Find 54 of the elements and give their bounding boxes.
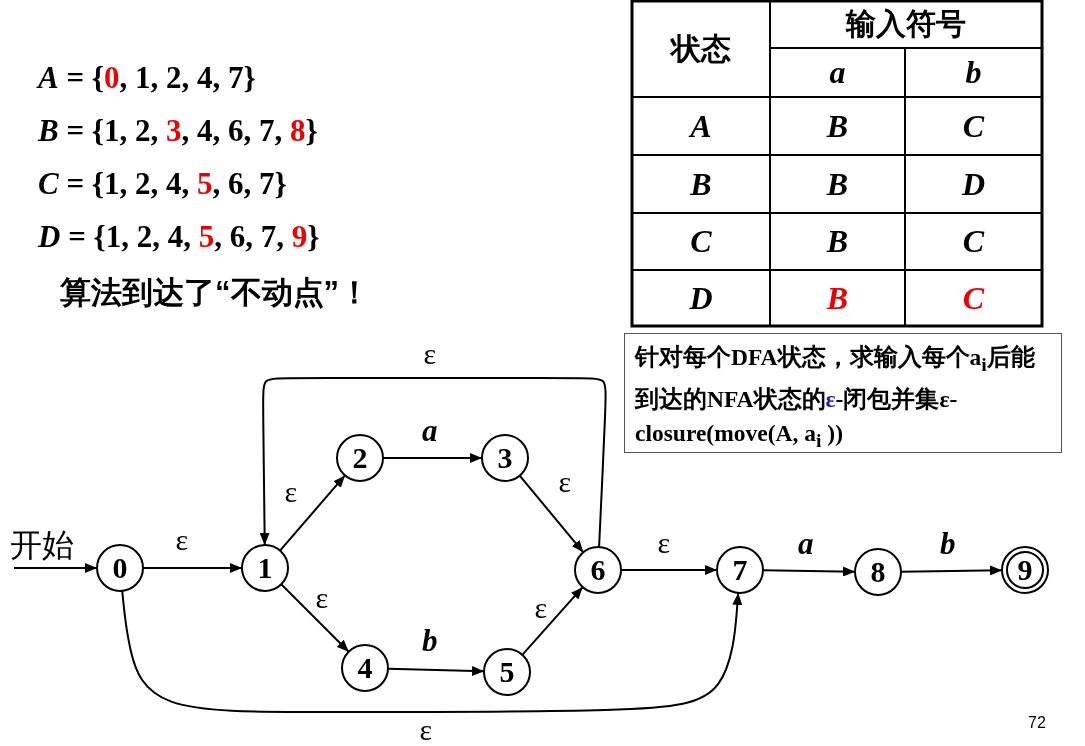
table-cell-text: D <box>960 164 987 204</box>
table-cell-text: B <box>825 222 850 261</box>
arrow <box>279 474 346 552</box>
state-circle <box>481 434 529 482</box>
state-number: 4 <box>357 653 373 683</box>
set-definition: D = {1, 2, 4, 5, 6, 7, 9} <box>38 218 320 256</box>
state-circle <box>854 548 902 596</box>
state-circle <box>341 644 389 692</box>
arrow <box>762 566 856 577</box>
state-number: 8 <box>870 557 886 587</box>
state-circle <box>336 434 384 482</box>
table-cell-text: C <box>961 222 986 261</box>
state-circle <box>483 648 531 696</box>
arrow <box>13 563 98 573</box>
arrow <box>280 583 350 653</box>
arrow <box>521 586 584 656</box>
table-header: 状态 <box>668 30 732 67</box>
table-cell-text: B <box>825 164 850 204</box>
table-header: a <box>828 53 847 92</box>
accepting-state-circle <box>1001 546 1049 594</box>
set-definition: A = {0, 1, 2, 4, 7} <box>38 59 256 97</box>
state-number: 0 <box>112 553 128 583</box>
state-circle <box>574 546 622 594</box>
start-label: 开始 <box>10 524 90 566</box>
set-definition: C = {1, 2, 4, 5, 6, 7} <box>38 165 287 203</box>
state-circle <box>96 544 144 592</box>
set-definition: B = {1, 2, 3, 4, 6, 7, 8} <box>38 112 318 150</box>
state-number: 3 <box>497 443 513 473</box>
page-number: 72 <box>1028 714 1046 732</box>
table-cell-text: C <box>689 222 713 261</box>
state-number: 6 <box>590 555 606 585</box>
table-cell-text: A <box>687 106 713 146</box>
table-header: b <box>964 53 983 92</box>
conclusion-text: 算法到达了“不动点”！ <box>60 274 370 312</box>
arrow <box>259 377 607 549</box>
arrow <box>900 565 1003 576</box>
table-cell-text: D <box>688 278 714 318</box>
arrow <box>121 589 743 713</box>
state-circle <box>716 546 764 594</box>
state-number: 2 <box>352 443 368 473</box>
table-cell-text: C <box>961 106 986 146</box>
arrow <box>518 474 585 554</box>
table-cell-text: B <box>825 106 850 146</box>
table-cell-text: B <box>825 278 850 318</box>
state-number: 9 <box>1017 555 1033 585</box>
note-box: 针对每个DFA状态，求输入每个a$_{i}$后能到达的NFA状态的ε-闭包并集ε-closure(move(A, a$_{i}$ )) <box>624 333 1062 453</box>
arrow <box>387 666 485 676</box>
state-number: 5 <box>499 657 515 687</box>
table-header: 输入符号 <box>844 6 967 42</box>
table-cell-text: C <box>961 278 986 318</box>
state-number: 1 <box>257 553 273 583</box>
state-number: 7 <box>732 555 748 585</box>
table-cell-text: B <box>689 164 713 204</box>
state-circle <box>241 544 289 592</box>
